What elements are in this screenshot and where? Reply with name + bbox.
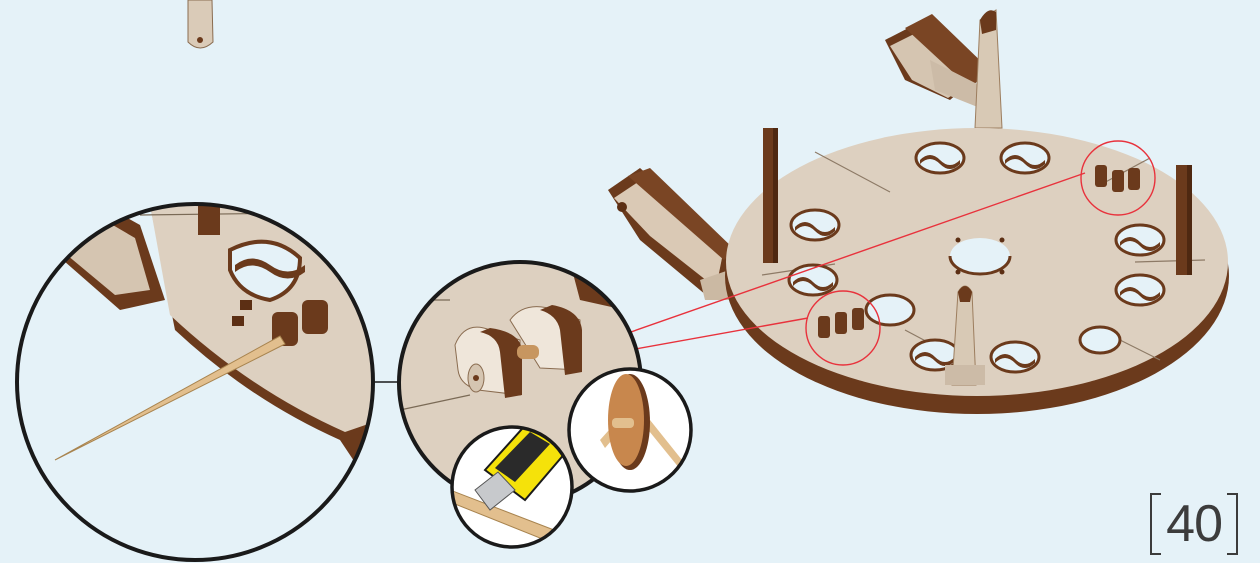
step-number: 40 (1150, 493, 1238, 555)
round-peg-cap-detail (569, 369, 691, 491)
toothpick-insertion-detail (17, 180, 380, 560)
loose-arm-piece (188, 0, 213, 48)
right-bracket (1227, 493, 1238, 555)
round-base-plate (725, 128, 1229, 414)
step-number-text: 40 (1163, 498, 1225, 550)
left-arm-assembly (608, 168, 735, 300)
left-bracket (1150, 493, 1161, 555)
